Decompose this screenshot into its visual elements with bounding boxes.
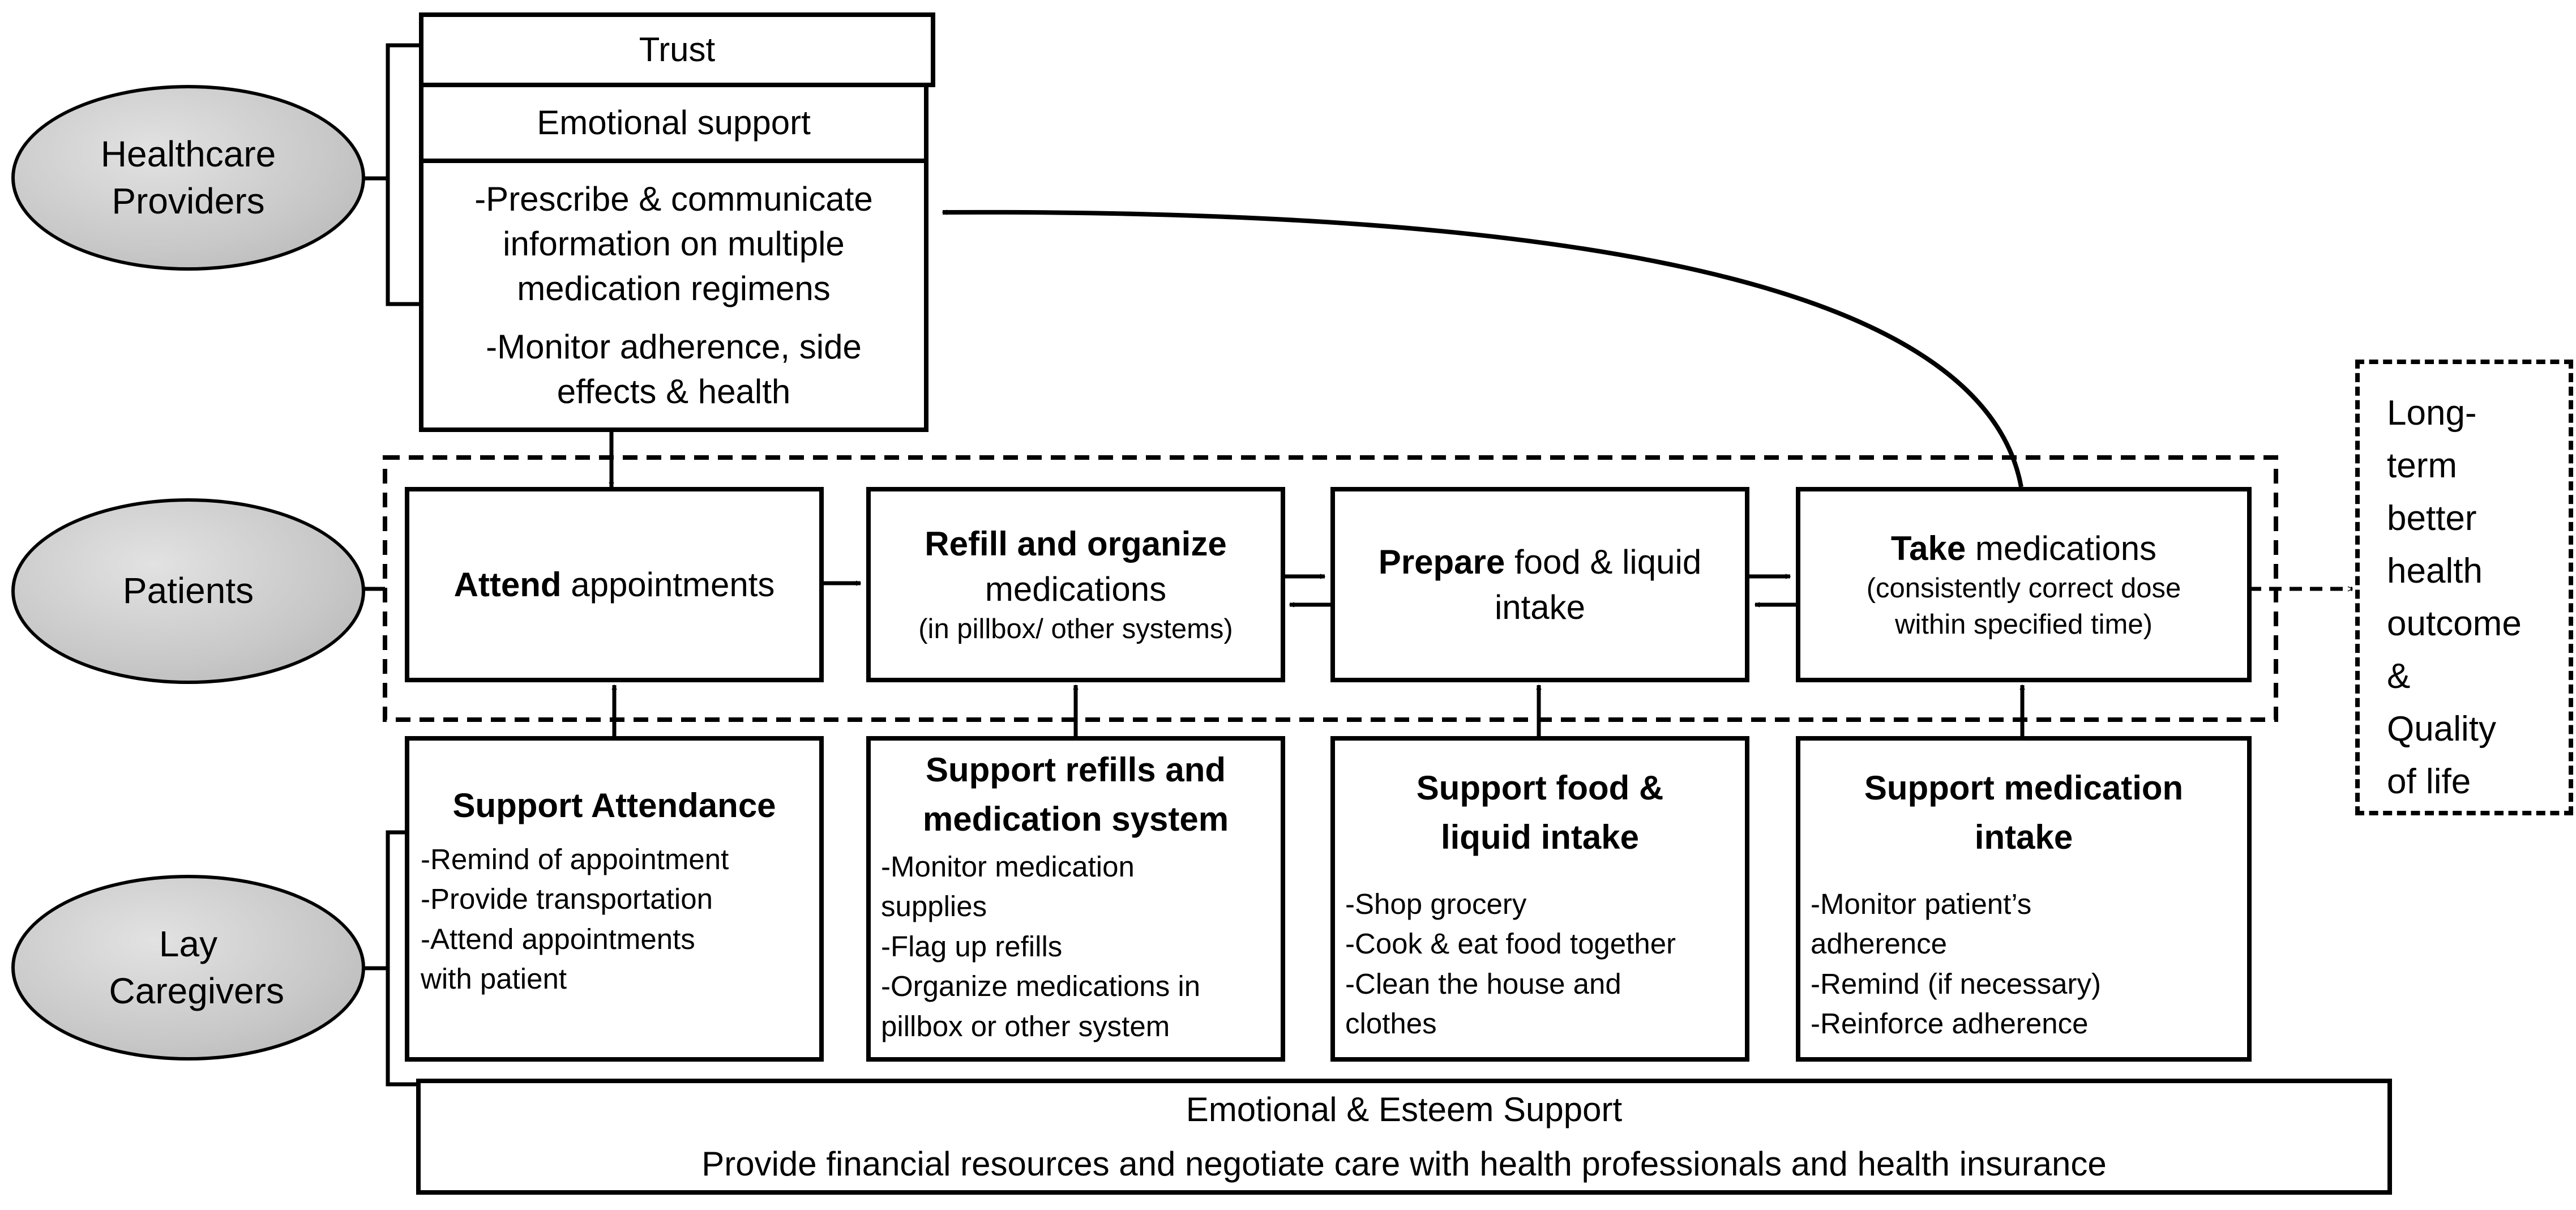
support-attendance-item-1: -Remind of appointment: [421, 843, 729, 875]
take-sub-2: within specified time): [1895, 609, 2153, 640]
prepare-bold: Prepare: [1378, 543, 1505, 582]
support-refills-item-4: -Organize medications in: [881, 970, 1201, 1003]
outcome-line-8: of life: [2387, 762, 2471, 801]
support-attendance-item-3: -Attend appointments: [421, 922, 695, 955]
refill-organize-box: Refill and organize medications (in pill…: [866, 487, 1285, 682]
take-line1: Take medications: [1891, 526, 2156, 571]
support-refills-item-3: -Flag up refills: [881, 930, 1063, 963]
refill-sub: (in pillbox/ other systems): [918, 613, 1233, 644]
provider-line-1: -Prescribe & communicate: [474, 179, 873, 218]
emotional-support-label: Emotional support: [537, 104, 811, 142]
provider-line-3: medication regimens: [517, 269, 831, 307]
support-refills-item-2: supplies: [881, 890, 987, 923]
support-food-box: Support food & liquid intake -Shop groce…: [1330, 736, 1749, 1062]
provider-line-5: effects & health: [557, 373, 791, 411]
prepare-line1: Prepare food & liquid: [1379, 540, 1701, 584]
prepare-line2: intake: [1494, 588, 1586, 626]
support-medication-title-1: Support medication: [1864, 769, 2184, 807]
support-medication-item-1: -Monitor patient’s: [1811, 888, 2032, 920]
caregiver-bar-line-2: Provide financial resources and negotiat…: [701, 1144, 2107, 1183]
attend-rest: appointments: [561, 565, 775, 604]
patients-oval: Patients: [11, 498, 365, 684]
outcome-box: Long- term better health outcome & Quali…: [2355, 360, 2573, 815]
take-medications-box: Take medications (consistently correct d…: [1796, 487, 2252, 682]
outcome-line-5: outcome: [2387, 604, 2522, 643]
attend-appointments-label: Attend appointments: [454, 562, 775, 607]
provider-bracket: [362, 43, 419, 306]
support-refills-title-2: medication system: [922, 800, 1229, 838]
outcome-line-2: term: [2387, 446, 2457, 485]
support-food-item-4: clothes: [1345, 1007, 1437, 1040]
caregiver-bracket: [362, 830, 419, 1087]
support-refills-item-5: pillbox or other system: [881, 1010, 1170, 1042]
attend-appointments-box: Attend appointments: [405, 487, 824, 682]
support-food-item-3: -Clean the house and: [1345, 967, 1621, 1000]
support-refills-item-1: -Monitor medication: [881, 850, 1135, 883]
take-bold: Take: [1890, 529, 1966, 568]
caregiver-bar-line-1: Emotional & Esteem Support: [1186, 1090, 1623, 1128]
caregiver-support-bar: Emotional & Esteem Support Provide finan…: [416, 1079, 2392, 1195]
provider-line-2: information on multiple: [503, 224, 845, 263]
take-rest: medications: [1966, 529, 2157, 568]
support-medication-box: Support medication intake -Monitor patie…: [1796, 736, 2252, 1062]
support-food-title-1: Support food &: [1416, 769, 1664, 807]
refill-title: Refill and organize: [925, 525, 1227, 563]
outcome-line-3: better: [2387, 499, 2477, 538]
support-food-item-1: -Shop grocery: [1345, 888, 1527, 920]
provider-duties-box: -Prescribe & communicate information on …: [419, 159, 928, 432]
outcome-line-1: Long-: [2387, 394, 2477, 433]
prepare-rest: food & liquid: [1505, 543, 1702, 582]
support-attendance-box: Support Attendance -Remind of appointmen…: [405, 736, 824, 1062]
outcome-line-7: Quality: [2387, 709, 2496, 749]
support-refills-title-1: Support refills and: [925, 751, 1226, 789]
outcome-line-6: &: [2387, 657, 2411, 696]
support-refills-box: Support refills and medication system -M…: [866, 736, 1285, 1062]
lay-caregivers-label: Lay Caregivers: [109, 923, 284, 1011]
outcome-line-4: health: [2387, 551, 2483, 591]
refill-line2: medications: [985, 570, 1167, 608]
prepare-food-box: Prepare food & liquid intake: [1330, 487, 1749, 682]
support-attendance-item-4: with patient: [421, 963, 567, 995]
emotional-support-box: Emotional support: [419, 83, 928, 163]
healthcare-providers-label: Healthcare Providers: [100, 133, 276, 221]
patients-label: Patients: [122, 570, 254, 612]
support-attendance-title: Support Attendance: [452, 786, 776, 824]
support-medication-item-2: adherence: [1811, 927, 1948, 960]
feedback-curve: [943, 212, 2023, 488]
provider-line-4: -Monitor adherence, side: [486, 328, 862, 366]
support-attendance-item-2: -Provide transportation: [421, 883, 713, 916]
support-food-title-2: liquid intake: [1440, 818, 1640, 856]
support-medication-item-4: -Reinforce adherence: [1811, 1007, 2089, 1040]
support-medication-title-2: intake: [1974, 818, 2073, 856]
healthcare-providers-oval: Healthcare Providers: [11, 85, 365, 271]
support-medication-item-3: -Remind (if necessary): [1811, 967, 2101, 1000]
attend-bold: Attend: [453, 565, 562, 604]
trust-label: Trust: [639, 31, 716, 69]
take-sub-1: (consistently correct dose: [1866, 573, 2181, 604]
support-food-item-2: -Cook & eat food together: [1345, 927, 1676, 960]
lay-caregivers-oval: Lay Caregivers: [11, 875, 365, 1061]
trust-box: Trust: [419, 12, 935, 87]
